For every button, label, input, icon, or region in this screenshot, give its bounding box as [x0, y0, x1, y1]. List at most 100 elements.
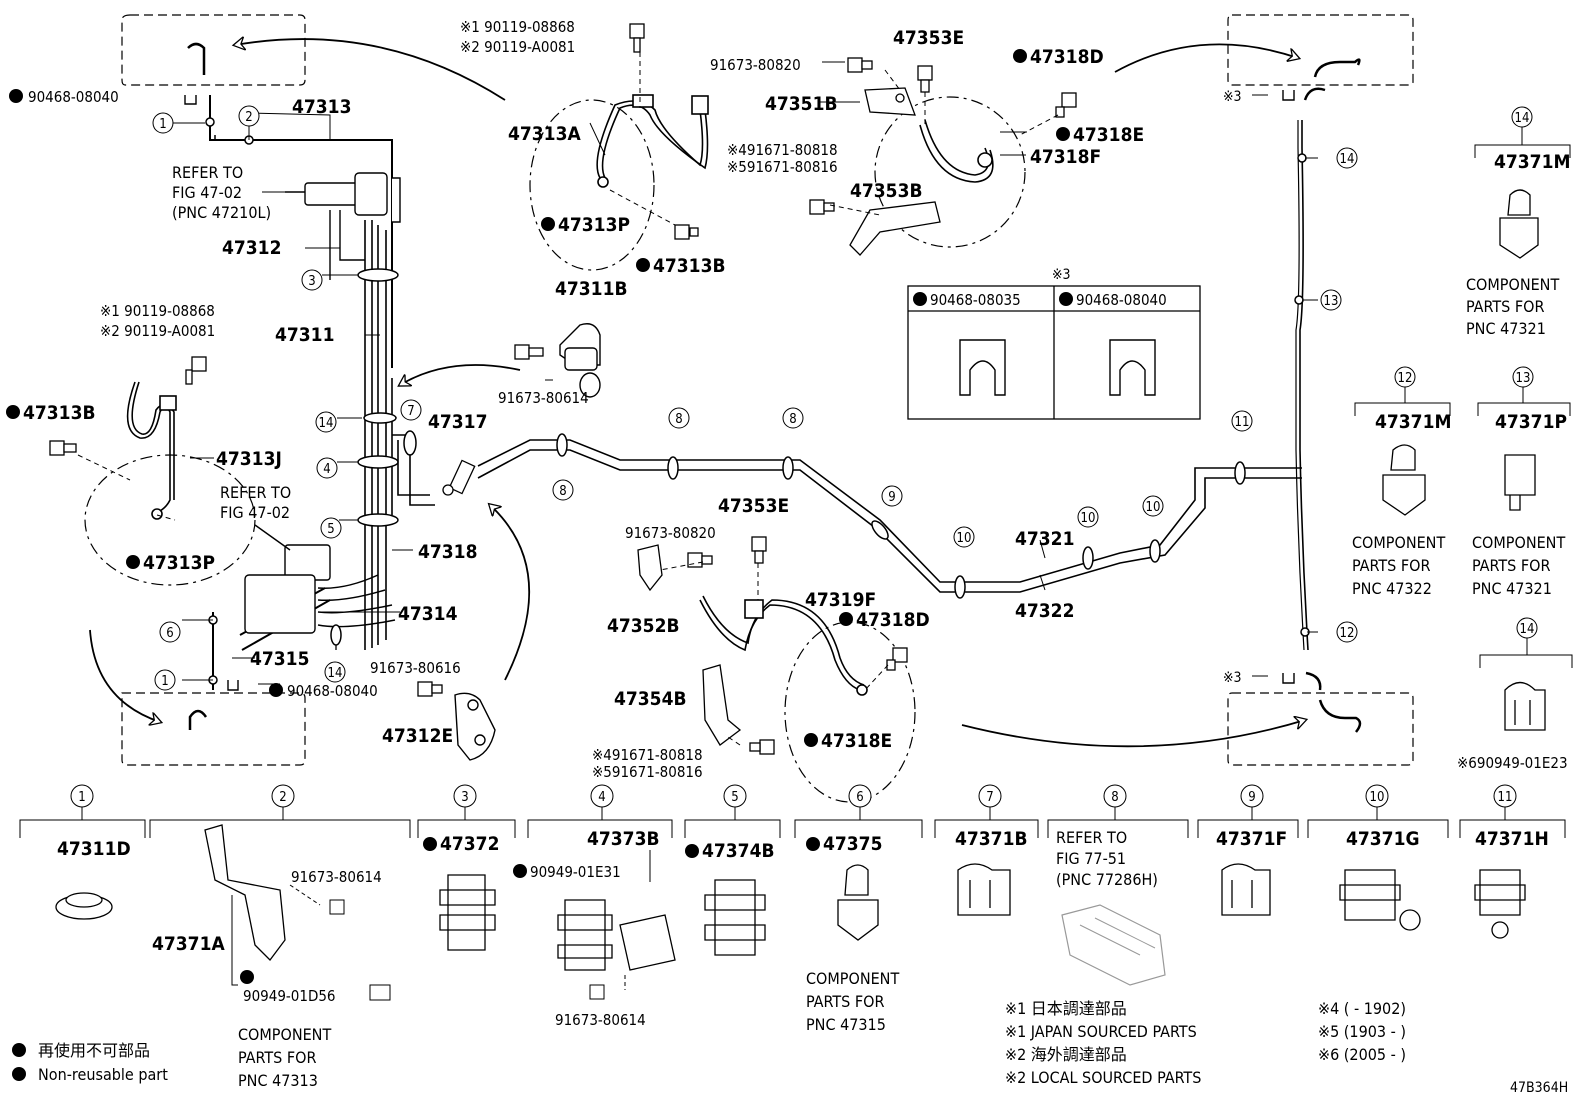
label-47371F: 47371F [1216, 828, 1287, 850]
svg-text:PARTS FOR: PARTS FOR [806, 992, 884, 1011]
label-47319F: 47319F [805, 589, 876, 611]
bottom-8: 8 REFER TO FIG 77-51 (PNC 77286H) [1047, 784, 1189, 986]
label-47312E: 47312E [382, 725, 453, 747]
callout-8-a: 8 [552, 479, 574, 501]
bottom-4: 4 47373B 90949-01E31 91673-80614 [513, 784, 676, 1029]
label-90949-01E23: ※690949-01E23 [1457, 754, 1568, 772]
svg-text:4: 4 [323, 462, 330, 477]
refer-r3-line3: (PNC 77286H) [1056, 870, 1158, 889]
label-591671-a: ※591671-80816 [727, 158, 838, 176]
flex-hose-47313J [126, 381, 177, 520]
label-91673-80614-a: 91673-80614 [498, 389, 589, 407]
flow-arrows [89, 39, 1305, 748]
note-1-jp: ※1 日本調達部品 [1005, 999, 1127, 1018]
refer-r1-line1: REFER TO [172, 163, 243, 182]
label-47371P: 47371P [1495, 411, 1567, 433]
svg-text:14: 14 [1515, 111, 1530, 126]
label-47373B: 47373B [587, 828, 660, 850]
label-47371M-top: 47371M [1494, 151, 1570, 173]
svg-text:COMPONENT: COMPONENT [1472, 533, 1565, 552]
label-47312: 47312 [222, 237, 281, 259]
svg-text:7: 7 [407, 404, 414, 419]
dash-circle-47313A [529, 99, 655, 271]
svg-text:8: 8 [559, 484, 566, 499]
svg-text:14: 14 [319, 416, 334, 431]
svg-text:COMPONENT: COMPONENT [806, 969, 899, 988]
legend: 再使用不可部品 Non-reusable part [12, 1041, 168, 1084]
svg-text:PNC 47321: PNC 47321 [1466, 319, 1546, 338]
bottom-7: 7 47371B [934, 784, 1039, 916]
svg-text:2: 2 [279, 790, 286, 805]
label-90119-1a: ※1 90119-08868 [460, 18, 575, 36]
svg-text:5: 5 [327, 522, 334, 537]
label-47353E-b: 47353E [718, 495, 789, 517]
label-91673-80614-c: 91673-80614 [555, 1011, 646, 1029]
label-47371B: 47371B [955, 828, 1028, 850]
callout-10-b: 10 [1077, 506, 1099, 528]
bottom-9: 9 47371F [1197, 784, 1299, 916]
label-90949-01D56: 90949-01D56 [243, 987, 336, 1005]
label-47353B: 47353B [850, 180, 923, 202]
dash-circle-47313J [84, 454, 256, 586]
svg-text:11: 11 [1235, 415, 1250, 430]
valve-block-47210L [285, 172, 401, 223]
label-47352B: 47352B [607, 615, 680, 637]
label-47313B-a: 47313B [653, 255, 726, 277]
label-90949-01E31: 90949-01E31 [530, 863, 621, 881]
label-491671-a: ※491671-80818 [727, 141, 838, 159]
refer-r2-line1: REFER TO [220, 483, 291, 502]
label-91673-80616: 91673-80616 [370, 659, 461, 677]
bracket-47312E [454, 692, 496, 761]
joint-47317 [442, 459, 476, 496]
leader-lines-dashed [77, 52, 1059, 746]
label-47313B-b: 47313B [23, 402, 96, 424]
diagram-id: 47B364H [1510, 1080, 1568, 1096]
flex-hose-47318F [919, 119, 994, 183]
label-591671-b: ※591671-80816 [592, 763, 703, 781]
refer-r3-line1: REFER TO [1056, 828, 1127, 847]
callout-3-a: 3 [301, 269, 323, 291]
bracket-47354B [702, 664, 742, 746]
refer-r1-line2: FIG 47-02 [172, 183, 242, 202]
legend-jp: 再使用不可部品 [38, 1041, 150, 1060]
bracket-47352B [637, 544, 663, 592]
svg-text:COMPONENT: COMPONENT [1352, 533, 1445, 552]
note-6: ※6 (2005 - ) [1318, 1045, 1406, 1064]
svg-text:1: 1 [159, 117, 166, 132]
label-90468-08040-b: 90468-08040 [287, 682, 378, 700]
svg-text:COMPONENT: COMPONENT [238, 1025, 331, 1044]
svg-text:PNC 47315: PNC 47315 [806, 1015, 886, 1034]
label-47315: 47315 [250, 648, 309, 670]
label-47313: 47313 [292, 96, 351, 118]
note-5: ※5 (1903 - ) [1318, 1022, 1406, 1041]
callout-7-a: 7 [400, 399, 422, 421]
label-47317: 47317 [428, 411, 487, 433]
label-90119-2a: ※2 90119-A0081 [460, 38, 575, 56]
svg-text:PARTS FOR: PARTS FOR [1472, 556, 1550, 575]
label-47351B: 47351B [765, 93, 838, 115]
callout-4-a: 4 [316, 457, 338, 479]
svg-text:8: 8 [789, 412, 796, 427]
svg-text:9: 9 [1248, 790, 1255, 805]
label-47311: 47311 [275, 324, 334, 346]
callout-13-a: 13 [1320, 289, 1342, 311]
svg-text:12: 12 [1398, 371, 1413, 386]
callout-10-a: 10 [953, 526, 975, 548]
bottom-3: 3 47372 [417, 784, 516, 951]
label-47375: 47375 [823, 833, 882, 855]
label-47354B: 47354B [614, 688, 687, 710]
callout-1-a: 1 [152, 112, 174, 134]
label-47311B: 47311B [555, 278, 628, 300]
top-labels: 90468-08040 47313 ※1 90119-08868 ※2 9011… [6, 18, 1326, 781]
clip-table-col2: 90468-08040 [1076, 291, 1167, 309]
label-47374B: 47374B [702, 840, 775, 862]
notes: ※1 日本調達部品 ※1 JAPAN SOURCED PARTS ※2 海外調達… [1005, 999, 1568, 1096]
brake-line-main [477, 120, 1309, 651]
right-column: 14 47371M COMPONENT PARTS FOR PNC 47321 … [1352, 106, 1573, 772]
svg-text:PARTS FOR: PARTS FOR [238, 1048, 316, 1067]
svg-text:8: 8 [1111, 790, 1118, 805]
svg-text:14: 14 [328, 666, 343, 681]
label-47371G: 47371G [1346, 828, 1420, 850]
svg-text:3: 3 [461, 790, 468, 805]
svg-text:PARTS FOR: PARTS FOR [1466, 297, 1544, 316]
